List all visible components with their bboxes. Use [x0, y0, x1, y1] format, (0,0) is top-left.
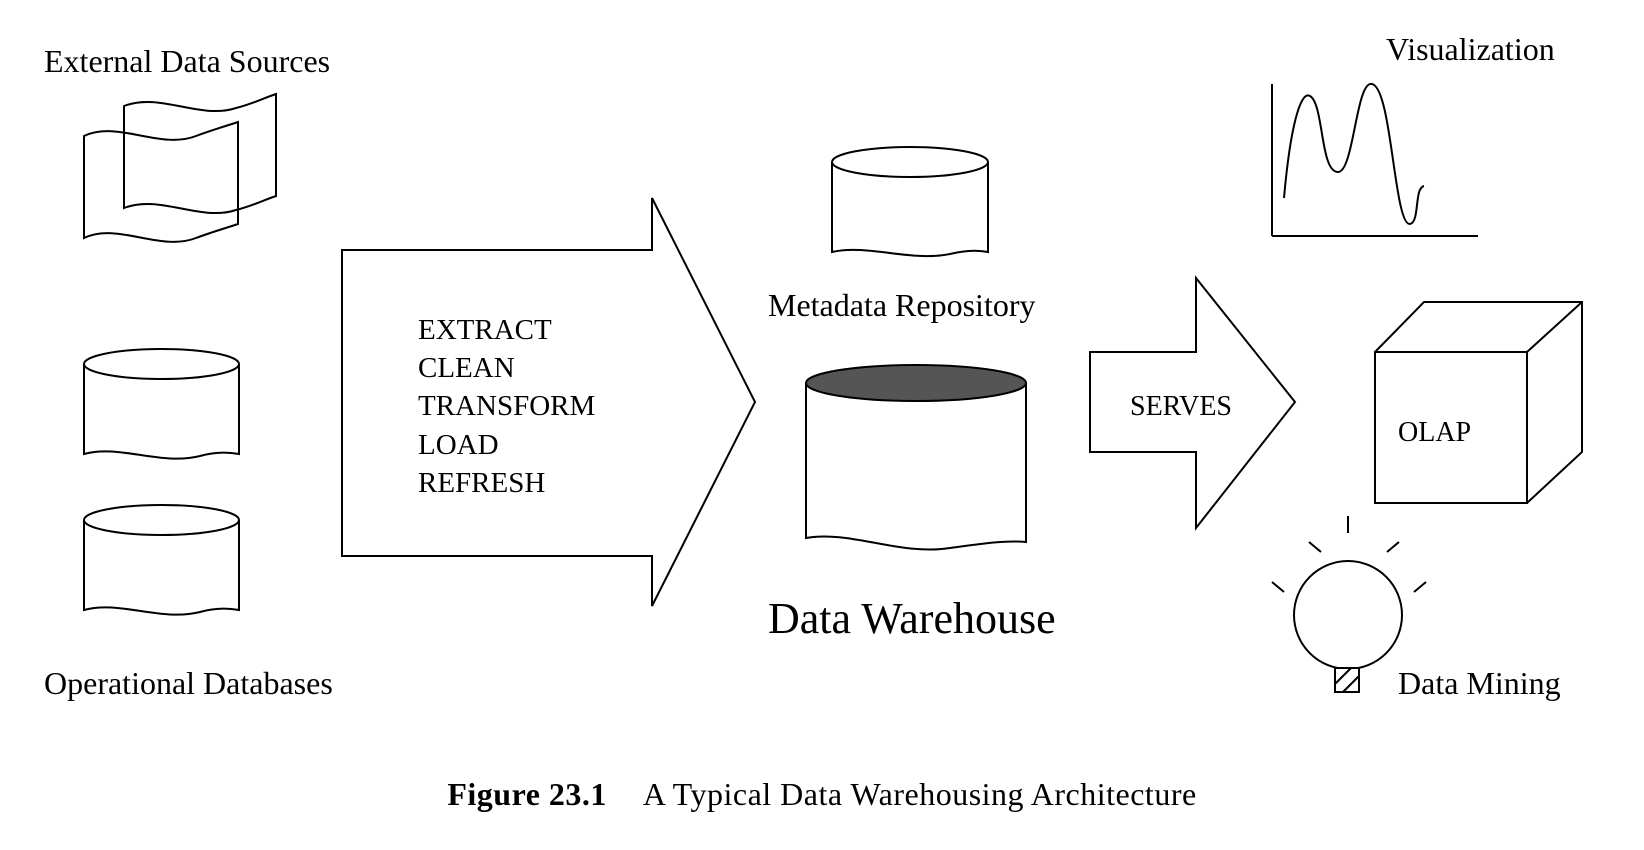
- visualization-label: Visualization: [1386, 31, 1555, 67]
- etl-step-transform: TRANSFORM: [418, 390, 595, 422]
- serves-arrow: [1089, 275, 1297, 531]
- olap-cube-icon: [1374, 301, 1583, 504]
- figure-number: Figure 23.1: [447, 776, 607, 812]
- serves-label: SERVES: [1130, 391, 1232, 422]
- external-data-sources-icon: [83, 92, 277, 243]
- metadata-repository-label: Metadata Repository: [768, 287, 1035, 323]
- data-warehouse-architecture-diagram: External Data Sources Operational Databa…: [44, 31, 1583, 701]
- metadata-repository-icon: [831, 146, 989, 258]
- operational-databases-label: Operational Databases: [44, 665, 333, 701]
- operational-database-icon-1: [83, 348, 240, 460]
- operational-database-icon-2: [83, 504, 240, 616]
- data-mining-label: Data Mining: [1398, 665, 1561, 701]
- data-warehouse-icon: [805, 364, 1027, 551]
- external-data-sources-label: External Data Sources: [44, 43, 330, 79]
- light-bulb-icon: [1271, 516, 1427, 693]
- visualization-chart-icon: [1271, 83, 1478, 237]
- etl-step-clean: CLEAN: [418, 352, 515, 384]
- etl-step-load: LOAD: [418, 429, 499, 461]
- etl-step-refresh: REFRESH: [418, 467, 545, 499]
- etl-step-extract: EXTRACT: [418, 314, 552, 346]
- olap-label: OLAP: [1398, 417, 1471, 448]
- figure-caption: Figure 23.1 A Typical Data Warehousing Ar…: [0, 776, 1644, 813]
- etl-arrow: [341, 197, 757, 607]
- data-warehouse-label: Data Warehouse: [768, 594, 1056, 643]
- figure-title: A Typical Data Warehousing Architecture: [642, 776, 1197, 812]
